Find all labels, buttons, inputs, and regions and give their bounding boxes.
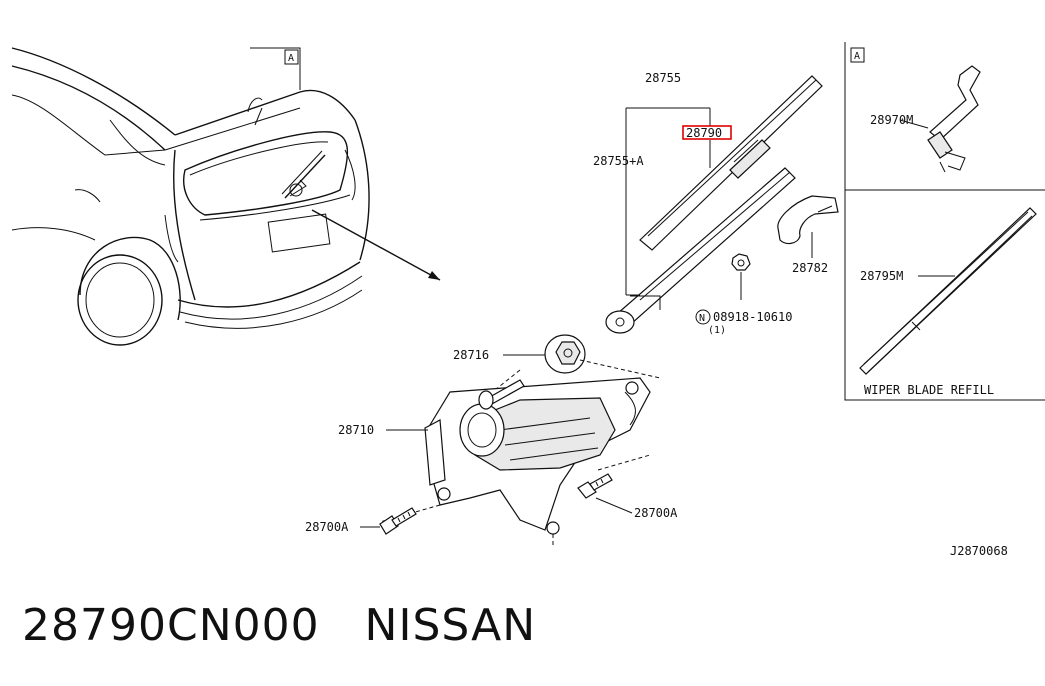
label-28710: 28710 <box>338 423 374 437</box>
wiper-motor-28710[interactable] <box>379 359 661 548</box>
wiper-arm-28755[interactable] <box>605 167 796 334</box>
wiper-blade-refill-28795m[interactable] <box>859 207 1037 375</box>
diagram-code: J2870068 <box>950 544 1008 558</box>
label-group-28790: 28790 <box>682 125 732 168</box>
label-28700a-right: 28700A <box>634 506 678 520</box>
label-refill: WIPER BLADE REFILL <box>864 383 994 397</box>
vehicle-rear-view: A <box>11 47 441 346</box>
wiper-blade-28790[interactable] <box>639 75 823 251</box>
part-number-caption: 28790CN000 NISSAN <box>22 600 537 651</box>
label-group-08918: N 08918-10610 (1) <box>695 309 792 336</box>
highlight-box <box>682 125 732 140</box>
cap-28782[interactable] <box>777 195 839 258</box>
bolt-28700a-left[interactable] <box>379 507 417 535</box>
label-28970m: 28970M <box>870 113 913 127</box>
label-28700a-left: 28700A <box>305 520 349 534</box>
label-28782: 28782 <box>792 261 828 275</box>
nut-08918[interactable] <box>731 253 751 300</box>
label-08918: 08918-10610 <box>713 310 792 324</box>
label-08918-prefix: N <box>699 313 705 324</box>
callout-a-inset: A <box>854 51 860 62</box>
callout-a-main: A <box>288 53 294 64</box>
label-28755a: 28755+A <box>593 154 644 168</box>
washer-nozzle-28970m[interactable] <box>927 65 981 173</box>
label-28795m: 28795M <box>860 269 903 283</box>
label-28716: 28716 <box>453 348 489 362</box>
label-08918-qty: (1) <box>708 325 726 336</box>
label-group-28755: 28755 <box>625 71 711 296</box>
inset-panel: A <box>844 42 1045 401</box>
label-28790: 28790 <box>686 126 722 140</box>
pivot-cap-28716[interactable] <box>544 334 586 374</box>
bolt-28700a-right[interactable] <box>577 473 613 499</box>
label-28755: 28755 <box>645 71 681 85</box>
